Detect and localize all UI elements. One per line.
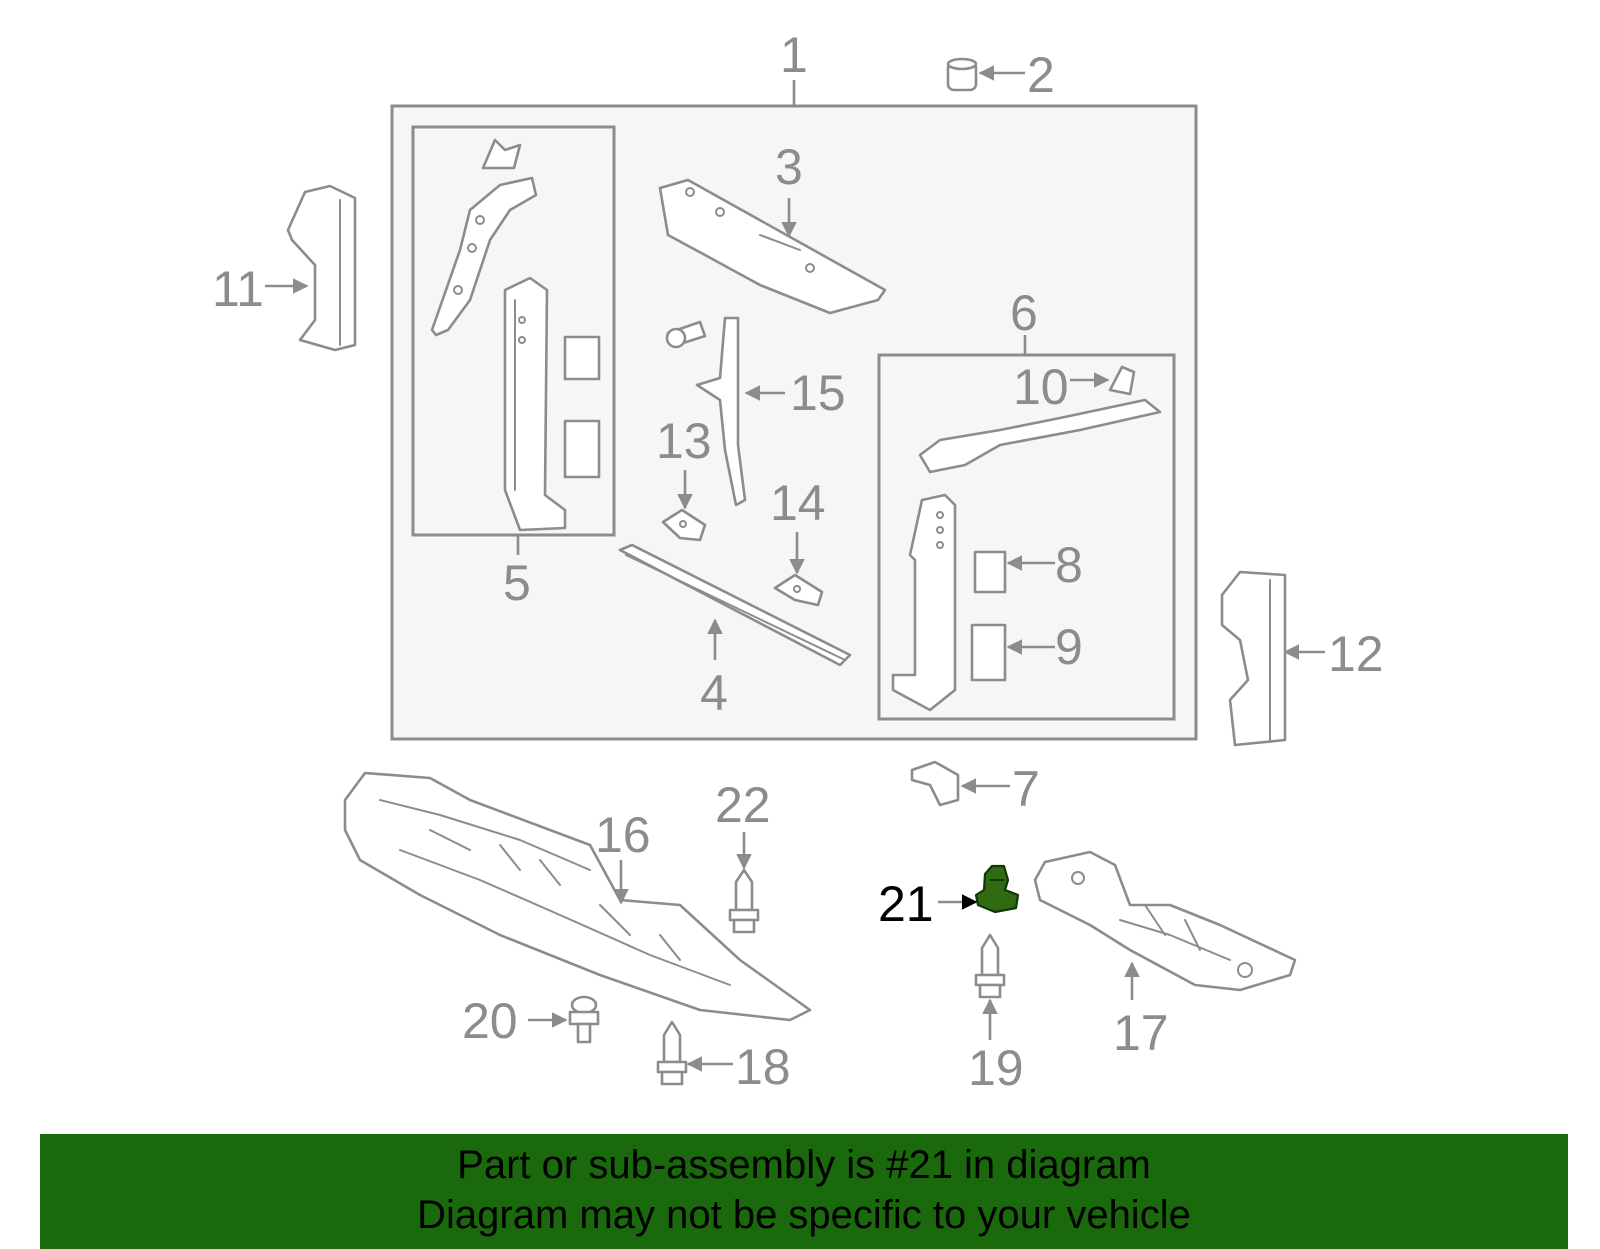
part-19-bolt: [974, 933, 1006, 999]
callout-1: 1: [780, 27, 808, 83]
callout-2: 2: [1027, 47, 1055, 103]
callout-7: 7: [1012, 761, 1040, 817]
part-9-pad: [970, 623, 1007, 682]
info-banner: Part or sub-assembly is #21 in diagram D…: [40, 1134, 1568, 1249]
callout-20: 20: [462, 993, 518, 1049]
callout-11: 11: [212, 261, 264, 317]
part-12-air-guide: [1220, 570, 1287, 747]
callout-6: 6: [1010, 285, 1038, 341]
part-8-pad: [973, 550, 1007, 594]
part-5-upper-support: [430, 138, 538, 337]
callout-22: 22: [715, 777, 771, 833]
callout-15: 15: [790, 365, 846, 421]
part-20-clip: [568, 995, 600, 1044]
callout-21: 21: [878, 876, 934, 932]
part-5-side-member: [503, 276, 601, 532]
part-6-side-member: [891, 493, 957, 712]
part-6-upper-arm: [918, 398, 1162, 474]
banner-line-2: Diagram may not be specific to your vehi…: [417, 1193, 1191, 1237]
callout-5: 5: [503, 555, 531, 611]
callout-12: 12: [1328, 626, 1384, 682]
callout-9: 9: [1055, 619, 1083, 675]
part-17-engine-under-cover: [1033, 850, 1297, 992]
part-13-bracket: [661, 508, 707, 542]
part-7-bracket: [910, 760, 960, 807]
parts-diagram: 1 2 5 3 15: [212, 27, 1384, 1096]
part-16-engine-under-cover: [343, 771, 812, 1022]
part-2-grommet: [946, 57, 978, 92]
callout-14: 14: [770, 475, 826, 531]
part-3-upper-tie-bar: [658, 178, 887, 315]
callout-3: 3: [775, 139, 803, 195]
callout-4: 4: [700, 665, 728, 721]
callout-19: 19: [968, 1040, 1024, 1096]
callout-18: 18: [735, 1039, 791, 1095]
part-14-bracket: [773, 573, 824, 607]
banner-line-1: Part or sub-assembly is #21 in diagram: [457, 1143, 1151, 1187]
part-18-bolt: [656, 1020, 688, 1086]
callout-13: 13: [656, 413, 712, 469]
part-10-clip: [1108, 365, 1136, 396]
callout-10: 10: [1013, 359, 1069, 415]
part-22-bolt: [728, 868, 760, 934]
callout-16: 16: [595, 807, 651, 863]
callout-17: 17: [1113, 1005, 1169, 1061]
part-21-clip-highlighted: [974, 864, 1020, 914]
part-11-air-guide: [286, 184, 357, 352]
part-4-lower-tie-bar: [618, 543, 852, 667]
callout-8: 8: [1055, 537, 1083, 593]
part-15-bracket: [665, 316, 747, 507]
